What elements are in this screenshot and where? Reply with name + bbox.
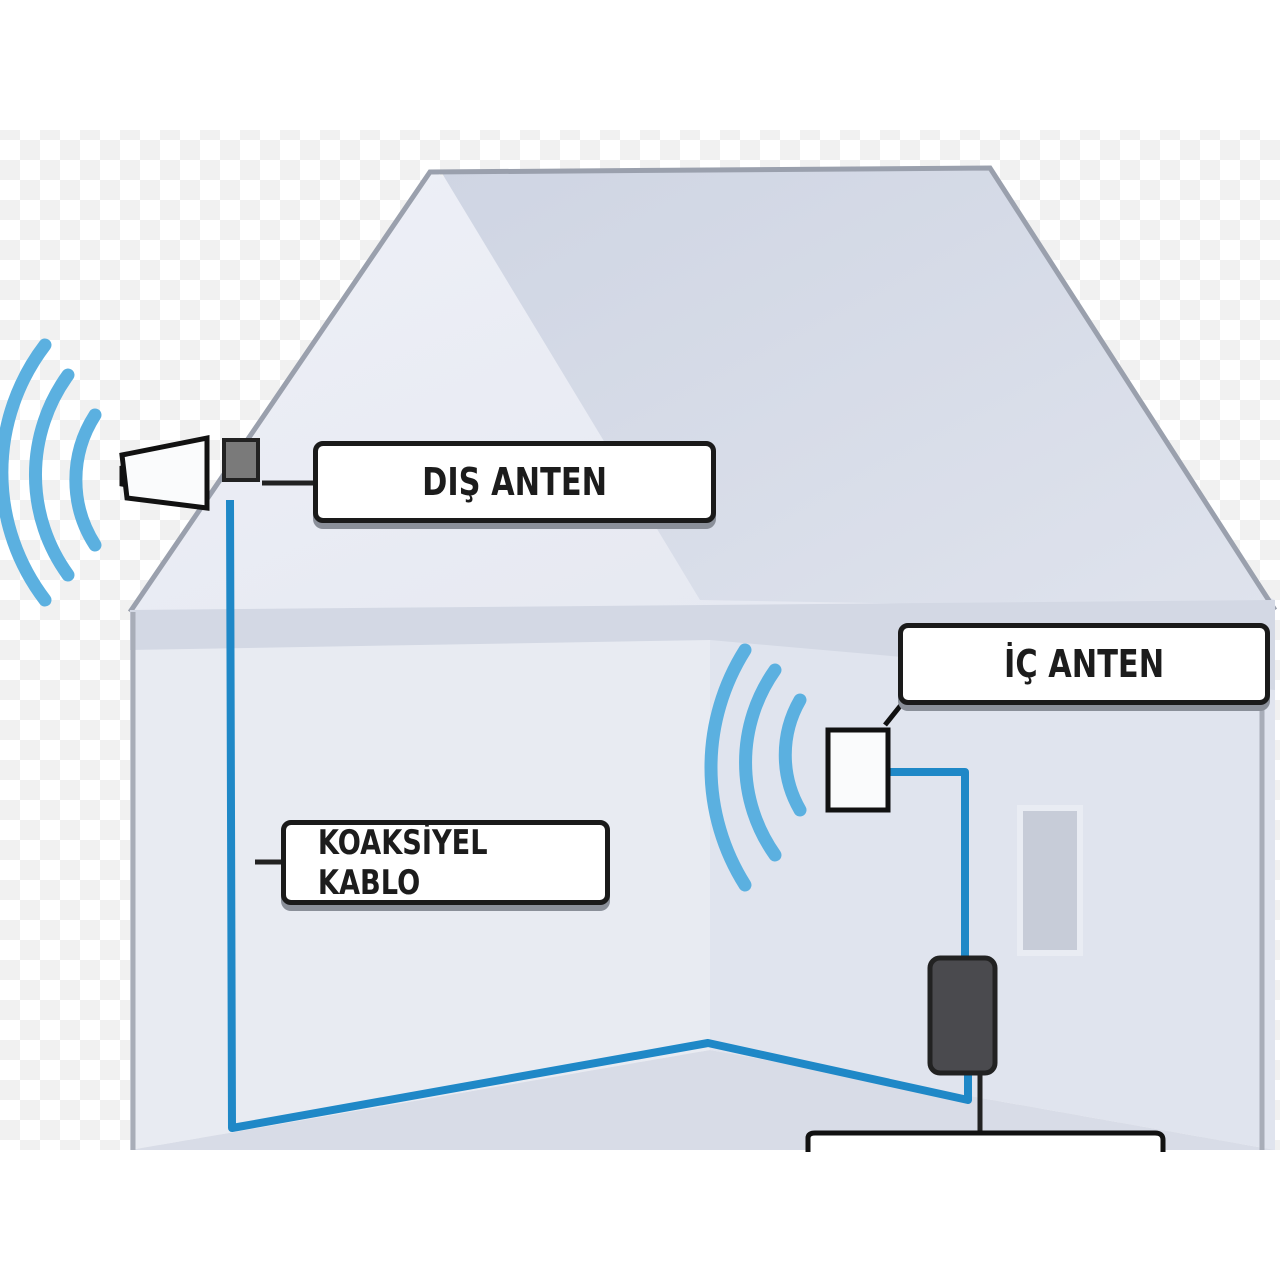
bottom-margin bbox=[0, 1152, 1280, 1280]
coax-cable-label-text: KOAKSİYEL KABLO bbox=[317, 822, 488, 903]
repeater-label-box bbox=[805, 1130, 1166, 1155]
repeater-device-icon bbox=[927, 955, 998, 1135]
indoor-antenna-icon bbox=[825, 698, 907, 813]
outdoor-antenna-label-text: DIŞ ANTEN bbox=[422, 460, 607, 504]
window bbox=[1017, 805, 1083, 956]
indoor-signal-waves-icon bbox=[704, 643, 807, 892]
coax-cable bbox=[226, 499, 972, 1132]
outdoor-signal-waves-icon bbox=[0, 338, 102, 607]
indoor-antenna-label-text: İÇ ANTEN bbox=[1003, 642, 1165, 686]
outdoor-antenna-label: DIŞ ANTEN bbox=[313, 441, 716, 523]
floor bbox=[130, 1050, 1275, 1150]
roof-outline bbox=[127, 165, 1278, 614]
coax-cable-label: KOAKSİYEL KABLO bbox=[281, 820, 610, 905]
outdoor-antenna-icon bbox=[119, 434, 315, 511]
indoor-antenna-label: İÇ ANTEN bbox=[898, 623, 1270, 705]
